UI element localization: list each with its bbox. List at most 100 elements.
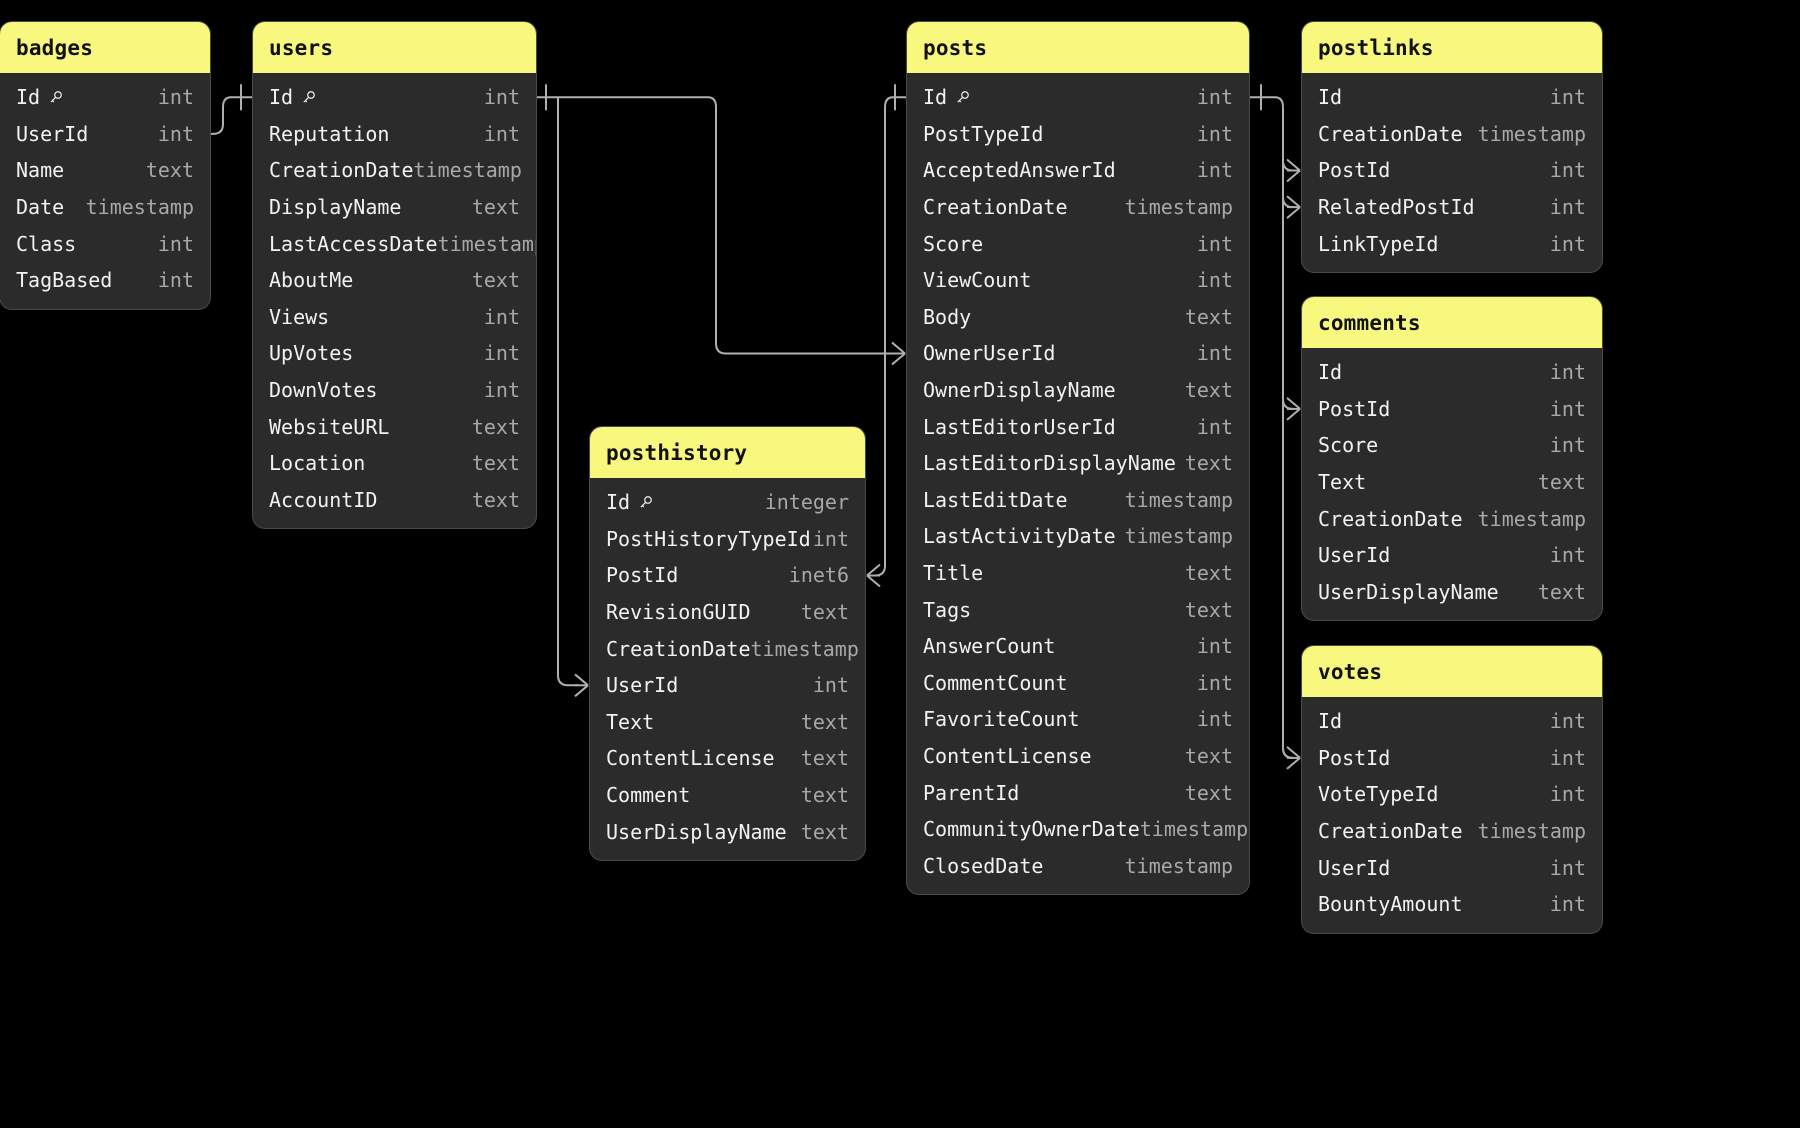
table-row[interactable]: UserId int xyxy=(1302,537,1602,574)
column-label: ViewCount xyxy=(923,268,1032,293)
column-name-posts-Id: Id xyxy=(923,85,971,109)
column-type-posthistory-UserDisplayName: text xyxy=(800,819,849,844)
column-label: CreationDate xyxy=(1318,121,1463,146)
column-label: CreationDate xyxy=(923,195,1068,220)
table-row[interactable]: FavoriteCount int xyxy=(907,701,1249,738)
column-name-postlinks-RelatedPostId: RelatedPostId xyxy=(1318,195,1475,219)
column-label: LastEditorUserId xyxy=(923,414,1116,439)
column-label: Id xyxy=(1318,360,1343,385)
column-label: Score xyxy=(1318,433,1379,458)
column-type-posts-FavoriteCount: int xyxy=(1196,707,1233,732)
column-label: ClosedDate xyxy=(923,853,1044,878)
column-name-posts-FavoriteCount: FavoriteCount xyxy=(923,707,1080,731)
column-type-comments-UserId: int xyxy=(1549,543,1586,568)
column-name-badges-Id: Id xyxy=(16,85,64,109)
column-label: Id xyxy=(1318,709,1343,734)
column-name-comments-UserId: UserId xyxy=(1318,543,1390,567)
column-type-posts-AnswerCount: int xyxy=(1196,634,1233,659)
relationship-line xyxy=(1286,158,1301,172)
column-type-posts-ParentId: text xyxy=(1184,780,1233,805)
column-type-users-Views: int xyxy=(483,304,520,329)
column-type-badges-Name: text xyxy=(145,158,194,183)
column-label: LastEditDate xyxy=(923,487,1068,512)
column-type-postlinks-LinkTypeId: int xyxy=(1549,231,1586,256)
column-type-users-UpVotes: int xyxy=(483,341,520,366)
relationship-line xyxy=(1249,96,1284,108)
